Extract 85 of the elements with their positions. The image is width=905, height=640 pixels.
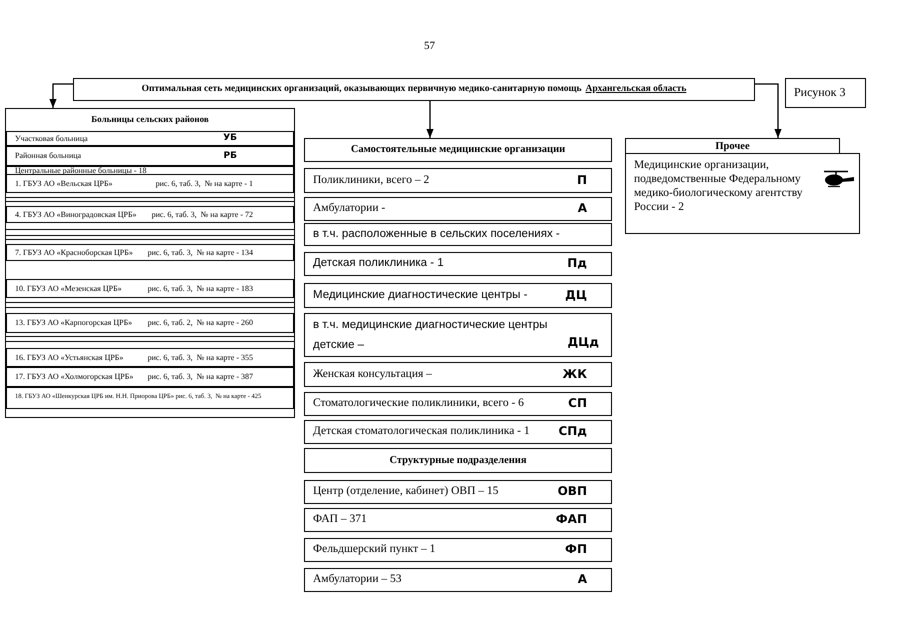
- section-heading-box: [304, 448, 612, 473]
- row-box: [304, 568, 612, 592]
- hospital-name: Участковая больница: [15, 134, 88, 142]
- row-box: [304, 168, 612, 193]
- row-box: [304, 508, 612, 532]
- abbreviation-label: ДЦд: [567, 334, 599, 349]
- row-box: [304, 223, 612, 246]
- abbreviation-label: ФАП: [556, 512, 587, 526]
- row-label: Детская стоматологическая поликлиника - 1: [313, 424, 530, 440]
- section-heading: Самостоятельные медицинские организации: [350, 143, 566, 158]
- row-label: Центр (отделение, кабинет) ОВП – 15: [313, 484, 498, 500]
- abbreviation-label: УБ: [223, 134, 237, 143]
- hospital-name: 10. ГБУЗ АО «Мезенская ЦРБ»: [15, 284, 122, 292]
- map-reference: рис. 6, таб. 3, № на карте - 387: [148, 373, 253, 381]
- body-text: Медицинские организации, подведомственные Федеральному медико-биологическому агентству России - 2: [634, 158, 804, 214]
- row-label: Детская поликлиника - 1: [313, 256, 444, 272]
- abbreviation-label: СПд: [558, 424, 587, 438]
- row-box: [6, 367, 294, 387]
- abbreviation-label: ФП: [565, 542, 587, 556]
- hospital-name: Центральные районные больницы - 18: [15, 166, 146, 174]
- row-box: [304, 420, 612, 444]
- title-text: Оптимальная сеть медицинских организаций, оказывающих первичную медико-санитарную помощь: [142, 83, 582, 96]
- row-label: Стоматологические поликлиники, всего - 6: [313, 396, 524, 412]
- hospital-name: 7. ГБУЗ АО «Красноборская ЦРБ»: [15, 248, 133, 256]
- abbreviation-label: ДЦ: [565, 288, 587, 302]
- row-label: Женская консультация –: [313, 366, 432, 382]
- row-box: [6, 131, 294, 146]
- row-label: Фельдшерский пункт – 1: [313, 542, 436, 558]
- abbreviation-label: А: [578, 201, 587, 216]
- row-box: [6, 313, 294, 333]
- map-reference: рис. 6, таб. 2, № на карте - 260: [148, 319, 253, 327]
- abbreviation-label: СП: [568, 396, 587, 410]
- abbreviation-label: ЖК: [562, 366, 587, 381]
- row-box: [6, 174, 294, 193]
- panel-box: [5, 108, 295, 418]
- region-name: Архангельская область: [586, 83, 686, 96]
- row-label: в т.ч. медицинские диагностические центры детские –: [313, 318, 548, 353]
- hospital-name: 1. ГБУЗ АО «Вельская ЦРБ»: [15, 180, 113, 188]
- row-box: [6, 348, 294, 367]
- text-box: [625, 153, 860, 234]
- hospital-name: 4. ГБУЗ АО «Виноградовская ЦРБ»: [15, 210, 137, 218]
- section-heading: Прочее: [715, 140, 750, 154]
- row-box: [304, 313, 612, 357]
- connector-arrow: [426, 101, 434, 138]
- map-reference: рис. 6, таб. 3, № на карте - 355: [148, 354, 253, 362]
- row-box: [304, 283, 612, 308]
- row-box: [6, 387, 294, 409]
- map-reference: рис. 6, таб. 3, № на карте - 1: [156, 180, 253, 188]
- row-box: [304, 392, 612, 416]
- row-label: Амбулатории -: [313, 201, 386, 216]
- row-box: [304, 538, 612, 562]
- row-box: [304, 252, 612, 276]
- row-label: Поликлиники, всего – 2: [313, 172, 430, 188]
- row-box: [304, 480, 612, 504]
- page-number: 57: [424, 39, 435, 54]
- row-box: [6, 146, 294, 166]
- row-box: [6, 206, 294, 223]
- panel-heading: Больницы сельских районов: [90, 113, 210, 126]
- figure-label: Рисунок 3: [794, 85, 846, 99]
- title-box: [73, 78, 755, 101]
- hospital-name: 16. ГБУЗ АО «Устьянская ЦРБ»: [15, 354, 124, 362]
- row-box: [304, 197, 612, 221]
- section-heading-box: [304, 138, 612, 162]
- hospital-name: 13. ГБУЗ АО «Карпогорская ЦРБ»: [15, 319, 132, 327]
- section-heading: Структурные подразделения: [389, 454, 527, 468]
- map-reference: рис. 6, таб. 3, № на карте - 72: [152, 210, 253, 218]
- hospital-name: 17. ГБУЗ АО «Холмогорская ЦРБ»: [15, 373, 134, 381]
- map-reference: рис. 6, таб. 3, № на карте - 183: [148, 284, 253, 292]
- abbreviation-label: Пд: [567, 256, 587, 270]
- row-box: [6, 279, 294, 298]
- row-label: Амбулатории – 53: [313, 572, 402, 588]
- connector-arrow: [49, 83, 73, 108]
- row-box: [304, 362, 612, 387]
- abbreviation-label: А: [578, 572, 587, 586]
- map-reference: рис. 6, таб. 3, № на карте - 134: [148, 248, 253, 256]
- hospital-name: Районная больница: [15, 152, 82, 160]
- row-label: ФАП – 371: [313, 512, 367, 528]
- row-label: в т.ч. расположенные в сельских поселениях -: [313, 226, 560, 242]
- connector-arrow: [755, 83, 782, 138]
- abbreviation-label: ОВП: [558, 484, 587, 498]
- figure-label-box: [785, 78, 866, 108]
- abbreviation-label: РБ: [224, 152, 237, 160]
- row-label: Медицинские диагностические центры -: [313, 288, 528, 303]
- row-box: [6, 244, 294, 261]
- abbreviation-label: П: [576, 172, 587, 187]
